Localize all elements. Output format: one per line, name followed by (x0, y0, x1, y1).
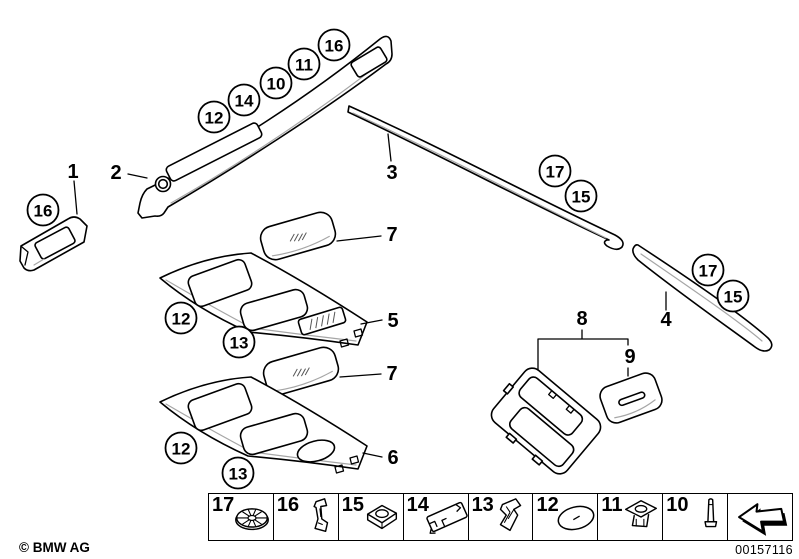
legend-number-16: 16 (276, 494, 300, 516)
callout-17-strip4[interactable]: 17 (691, 253, 725, 287)
item-label-3[interactable]: 3 (386, 162, 397, 184)
legend-number-11: 11 (601, 494, 623, 516)
switch-hole-inner (157, 178, 169, 190)
push-nut-icon (234, 508, 269, 531)
item-label-7-lower[interactable]: 7 (386, 363, 397, 385)
part-door-strip-front[interactable] (347, 105, 624, 251)
callout-15-strip3[interactable]: 15 (564, 179, 598, 213)
legend-number-13: 13 (471, 494, 494, 516)
svg-text:10: 10 (267, 75, 286, 94)
legend-number-14: 14 (406, 494, 429, 516)
svg-text:15: 15 (724, 288, 743, 307)
callout-12-dash[interactable]: 12 (197, 100, 231, 134)
part-trim-cover-lower[interactable] (261, 344, 342, 397)
legend-cell-13[interactable]: 13 (467, 494, 533, 540)
callout-12-console6[interactable]: 12 (164, 431, 198, 465)
item-label-5[interactable]: 5 (387, 310, 398, 332)
svg-text:12: 12 (172, 310, 191, 329)
part-rear-trim-cover[interactable] (597, 370, 664, 426)
oval-cap-icon (557, 505, 595, 531)
svg-text:16: 16 (34, 202, 53, 221)
callout-16-dash[interactable]: 16 (317, 28, 351, 62)
legend-cell-16[interactable]: 16 (272, 494, 338, 540)
grommet-icon (366, 504, 397, 530)
callout-16-left[interactable]: 16 (26, 193, 60, 227)
legend-number-10: 10 (666, 494, 689, 516)
item-label-8[interactable]: 8 (576, 308, 587, 330)
clamp-clip-icon (500, 498, 522, 532)
svg-text:12: 12 (172, 440, 191, 459)
flat-clip-icon (425, 501, 468, 534)
legend-cell-15[interactable]: 15 (337, 494, 403, 540)
item-label-9[interactable]: 9 (624, 346, 635, 368)
legend-number-15: 15 (341, 494, 365, 516)
part-rear-console-frame[interactable] (482, 362, 605, 481)
item-label-6[interactable]: 6 (387, 447, 398, 469)
callout-13-console5[interactable]: 13 (222, 325, 256, 359)
svg-text:16: 16 (325, 37, 344, 56)
svg-text:14: 14 (235, 92, 254, 111)
part-door-strip-rear[interactable] (632, 244, 773, 352)
part-left-trim[interactable] (19, 216, 88, 272)
callout-17-strip3[interactable]: 17 (538, 154, 572, 188)
direction-arrow-cell[interactable] (727, 494, 792, 540)
legend-number-17: 17 (212, 494, 235, 516)
svg-text:13: 13 (229, 465, 248, 484)
copyright-notice: © BMW AG (19, 540, 90, 555)
part-console-trim-5[interactable] (159, 252, 368, 348)
diagram-number: 00157116 (735, 543, 793, 557)
part-dashboard-trim[interactable] (137, 35, 393, 219)
item-label-2[interactable]: 2 (110, 162, 121, 184)
legend-cell-11[interactable]: 11 (597, 494, 662, 540)
spring-clip-icon (313, 498, 328, 533)
callout-13-console6[interactable]: 13 (221, 456, 255, 490)
legend-cell-14[interactable]: 14 (402, 494, 468, 540)
svg-text:17: 17 (546, 163, 565, 182)
svg-text:17: 17 (699, 262, 718, 281)
svg-text:15: 15 (572, 188, 591, 207)
expanding-rivet-icon (704, 498, 718, 528)
callout-15-strip4[interactable]: 15 (716, 279, 750, 313)
item-label-4[interactable]: 4 (660, 309, 672, 331)
legend-cell-12[interactable]: 12 (532, 494, 597, 540)
part-console-trim-6[interactable] (159, 376, 368, 474)
legend-number-12: 12 (536, 494, 559, 516)
svg-text:12: 12 (205, 109, 224, 128)
callout-12-console5[interactable]: 12 (164, 301, 198, 335)
callout-11-dash[interactable]: 11 (287, 47, 321, 81)
direction-arrow-icon (738, 503, 788, 536)
item-label-7-upper[interactable]: 7 (386, 224, 397, 246)
part-trim-cover-upper[interactable] (258, 209, 339, 262)
fastener-legend-table: 17 16 15 14 (208, 493, 793, 541)
callout-10-dash[interactable]: 10 (259, 66, 293, 100)
svg-text:13: 13 (230, 334, 249, 353)
svg-text:11: 11 (295, 56, 313, 75)
legend-cell-17[interactable]: 17 (209, 494, 273, 540)
clip-nut-icon (625, 500, 658, 528)
callout-14-dash[interactable]: 14 (227, 83, 261, 117)
item-label-1[interactable]: 1 (67, 161, 78, 183)
leader-lines (73, 133, 667, 458)
legend-cell-10[interactable]: 10 (662, 494, 727, 540)
